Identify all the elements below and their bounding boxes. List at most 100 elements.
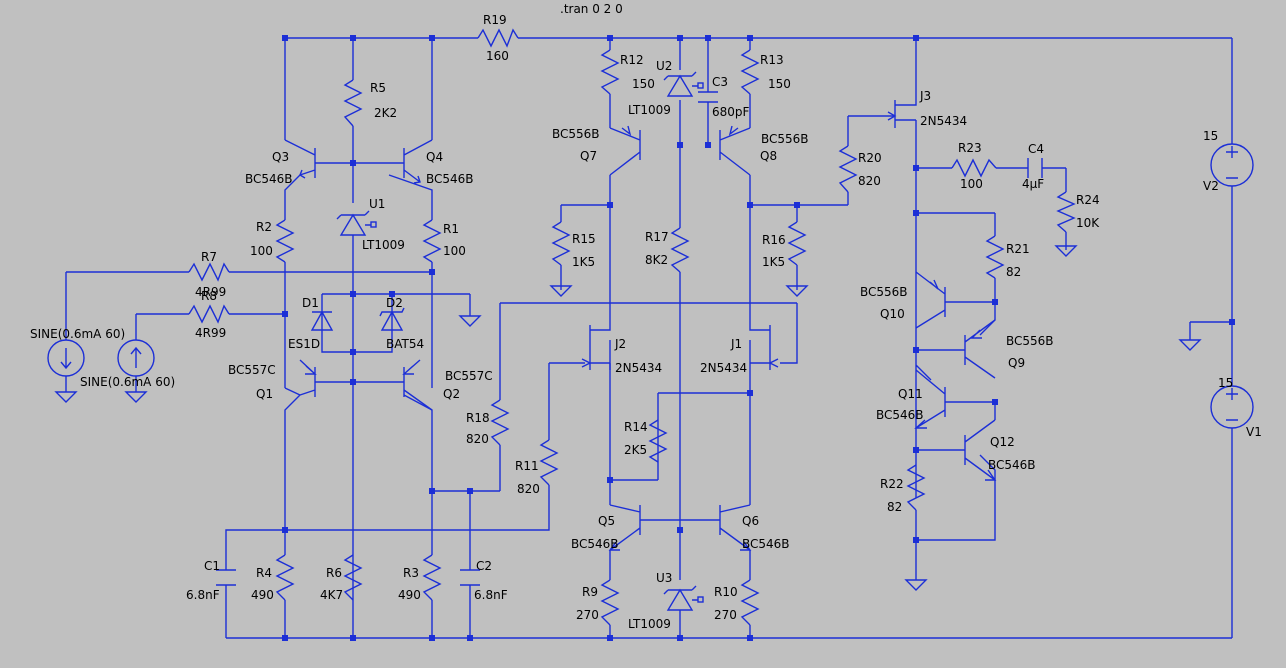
label-r13-ref: R13 [760, 53, 784, 67]
label-r4-ref: R4 [256, 566, 272, 580]
label-r8-val: 4R99 [195, 326, 226, 340]
voltage-source-v1 [1210, 385, 1254, 429]
transistor-q12 [964, 419, 997, 481]
label-c2-ref: C2 [476, 559, 492, 573]
resistor-r16 [787, 221, 807, 266]
label-r16-ref: R16 [762, 233, 786, 247]
label-c3-ref: C3 [712, 75, 728, 89]
label-q1-model: BC557C [228, 363, 276, 377]
label-current-source-left: SINE(0.6mA 60) [30, 327, 125, 341]
label-q6-ref: Q6 [742, 514, 759, 528]
capacitor-c3 [698, 91, 718, 103]
resistor-r3 [422, 554, 442, 601]
resistor-r15 [551, 221, 571, 266]
label-u1-ref: U1 [369, 197, 385, 211]
label-r7-val: 4R99 [195, 285, 226, 299]
jfet-j3 [887, 92, 917, 128]
transistor-q9 [964, 319, 996, 379]
resistor-r21 [985, 235, 1005, 279]
label-d2-model: BAT54 [386, 337, 424, 351]
label-u1-model: LT1009 [362, 238, 405, 252]
transistor-q4 [403, 139, 433, 184]
label-q6-model: BC546B [742, 537, 790, 551]
label-r6-ref: R6 [326, 566, 342, 580]
label-u3-model: LT1009 [628, 617, 671, 631]
reference-u1 [336, 210, 377, 236]
label-r8-ref: R8 [201, 289, 217, 303]
label-r24-val: 10K [1076, 216, 1100, 230]
label-j2-ref: J2 [614, 337, 626, 351]
label-r23-val: 100 [960, 177, 983, 191]
label-q7-model: BC556B [552, 127, 600, 141]
label-r1-ref: R1 [443, 222, 459, 236]
label-q9-model: BC556B [1006, 334, 1054, 348]
label-r18-ref: R18 [466, 411, 490, 425]
jfet-j1 [749, 318, 779, 370]
label-j3-model: 2N5434 [920, 114, 967, 128]
label-r4-val: 490 [251, 588, 274, 602]
label-q1-ref: Q1 [256, 387, 273, 401]
label-q2-ref: Q2 [443, 387, 460, 401]
capacitor-c4 [1027, 158, 1043, 178]
label-q5-ref: Q5 [598, 514, 615, 528]
label-r17-ref: R17 [645, 230, 669, 244]
label-q9-ref: Q9 [1008, 356, 1025, 370]
label-u3-ref: U3 [656, 571, 672, 585]
label-v2-value: 15 [1203, 129, 1218, 143]
transistor-q8 [719, 125, 751, 176]
resistor-r2 [275, 219, 295, 263]
label-q11-ref: Q11 [898, 387, 923, 401]
label-v1-ref: V1 [1246, 425, 1262, 439]
resistor-r14 [648, 419, 668, 463]
resistor-r19 [477, 28, 519, 48]
diode-d1 [310, 310, 334, 331]
label-q3-ref: Q3 [272, 150, 289, 164]
resistor-r22 [906, 464, 926, 511]
resistor-r20 [838, 145, 858, 193]
label-r10-ref: R10 [714, 585, 738, 599]
reference-u2 [663, 71, 704, 97]
label-q8-model: BC556B [761, 132, 809, 146]
label-q2-model: BC557C [445, 369, 493, 383]
label-r23-ref: R23 [958, 141, 982, 155]
label-u2-model: LT1009 [628, 103, 671, 117]
label-r15-ref: R15 [572, 232, 596, 246]
label-r19-ref: R19 [483, 13, 507, 27]
resistor-r23 [951, 158, 997, 178]
label-r18-val: 820 [466, 432, 489, 446]
label-r11-ref: R11 [515, 459, 539, 473]
labels: .tran 0 2 0 R19 160 R5 2K2 R12 150 R13 1… [30, 2, 1262, 631]
resistor-r17 [670, 227, 690, 273]
label-r5-ref: R5 [370, 81, 386, 95]
label-v2-ref: V2 [1203, 179, 1219, 193]
jfet-j2 [581, 318, 611, 370]
label-c4-val: 4µF [1022, 177, 1044, 191]
resistor-r18 [490, 399, 510, 446]
label-j1-ref: J1 [730, 337, 742, 351]
label-q12-ref: Q12 [990, 435, 1015, 449]
label-r14-ref: R14 [624, 420, 648, 434]
label-d1-model: ES1D [288, 337, 320, 351]
transistor-q6 [719, 504, 752, 551]
ground-symbols [54, 245, 1202, 591]
label-r12-ref: R12 [620, 53, 644, 67]
label-q10-ref: Q10 [880, 307, 905, 321]
label-r21-ref: R21 [1006, 242, 1030, 256]
resistor-r9 [600, 579, 620, 626]
label-q4-ref: Q4 [426, 150, 443, 164]
resistor-r5 [343, 79, 363, 127]
label-r21-val: 82 [1006, 265, 1021, 279]
label-r20-ref: R20 [858, 151, 882, 165]
resistor-r24 [1056, 191, 1076, 233]
label-r12-val: 150 [632, 77, 655, 91]
label-v1-value: 15 [1218, 376, 1233, 390]
label-q5-model: BC546B [571, 537, 619, 551]
current-source-left [47, 339, 85, 392]
transistor-q10 [915, 271, 946, 329]
label-c4-ref: C4 [1028, 142, 1044, 156]
label-r14-val: 2K5 [624, 443, 647, 457]
label-r16-val: 1K5 [762, 255, 785, 269]
label-r22-ref: R22 [880, 477, 904, 491]
capacitor-c1 [216, 569, 236, 586]
